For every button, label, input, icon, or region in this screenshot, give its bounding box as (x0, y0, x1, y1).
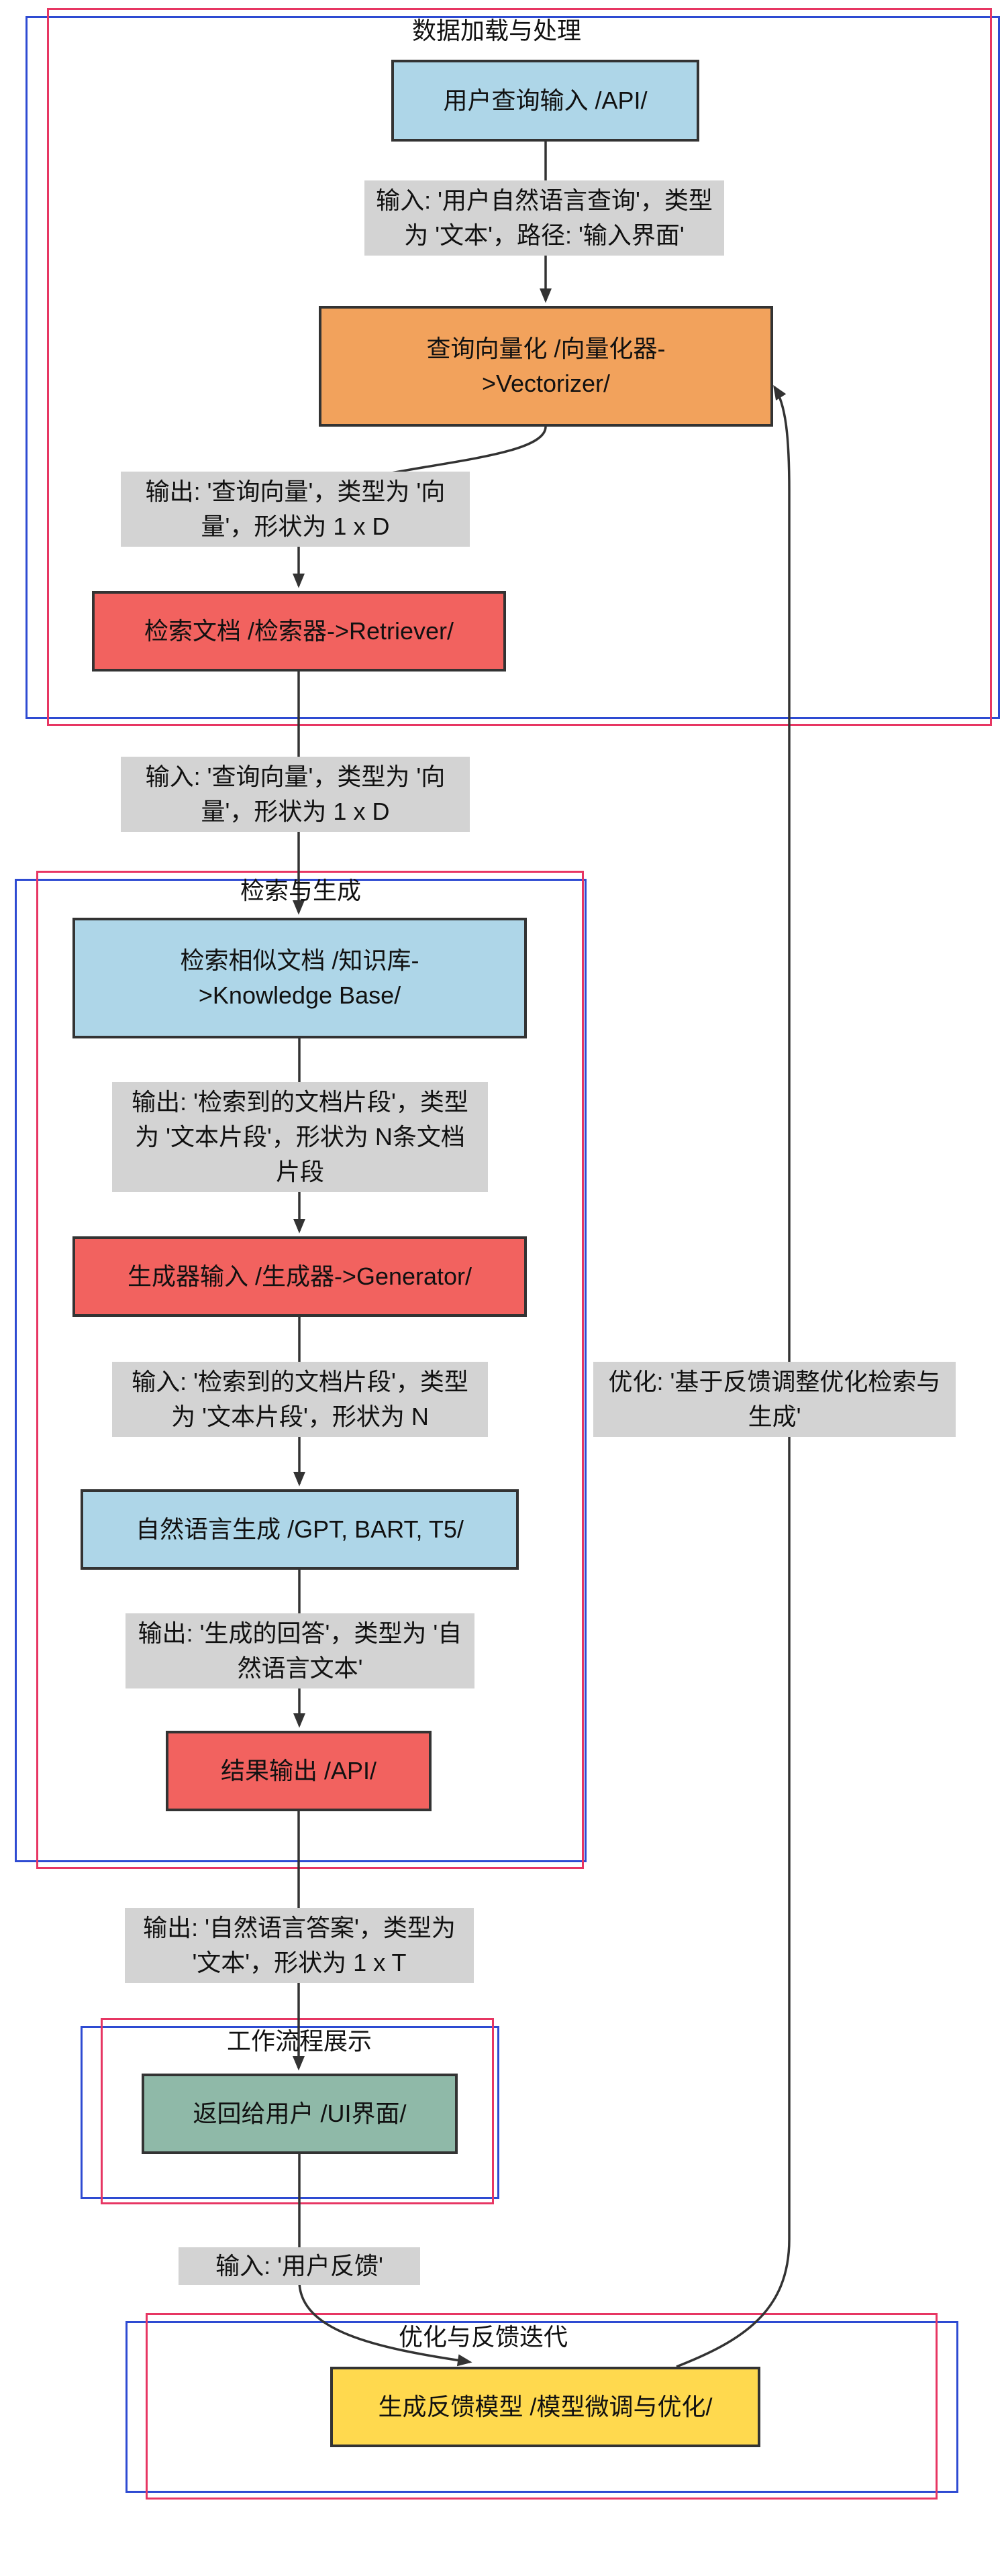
node-feedback-model-label: 生成反馈模型 /模型微调与优化/ (378, 2393, 713, 2420)
node-query-vectorizer-label-line2: >Vectorizer/ (481, 370, 611, 397)
edge-label-line: 片段 (275, 1158, 324, 1185)
node-retrieve-docs: 检索文档 /检索器->Retriever/ (92, 591, 506, 672)
node-query-vectorizer: 查询向量化 /向量化器- >Vectorizer/ (319, 306, 773, 427)
edge-label-line: 量'，形状为 1 x D (201, 513, 390, 540)
cluster-feedback-iteration-border-pink (146, 2313, 938, 2500)
edge-label-line: 输出: '自然语言答案'，类型为 (143, 1914, 456, 1941)
edge-label-feedback-optimization: 优化: '基于反馈调整优化检索与 生成' (593, 1362, 956, 1437)
edge-label-line: 为 '文本'，路径: '输入界面' (404, 221, 685, 249)
edge-label-line: 为 '文本片段'，形状为 N条文档 (135, 1123, 465, 1150)
cluster-title-data-processing: 数据加载与处理 (411, 17, 581, 44)
edge-label-input-query-vector: 输入: '查询向量'，类型为 '向 量'，形状为 1 x D (121, 757, 470, 832)
edge-label-input-user-nl-query: 输入: '用户自然语言查询'，类型 为 '文本'，路径: '输入界面' (364, 180, 724, 256)
edge-label-input-retrieved-fragments: 输入: '检索到的文档片段'，类型 为 '文本片段'，形状为 N (112, 1362, 488, 1437)
edge-label-line: 输出: '检索到的文档片段'，类型 (132, 1088, 468, 1116)
node-retrieve-similar-docs-label-line1: 检索相似文档 /知识库- (180, 947, 419, 974)
node-retrieve-docs-label: 检索文档 /检索器->Retriever/ (144, 617, 454, 645)
edge-label-line: 输出: '查询向量'，类型为 '向 (145, 478, 446, 505)
edge-label-line: 生成' (748, 1403, 801, 1430)
node-natural-language-generation: 自然语言生成 /GPT, BART, T5/ (81, 1489, 519, 1570)
edge-label-line: 输入: '用户反馈' (215, 2252, 383, 2279)
edge-label-line: 优化: '基于反馈调整优化检索与 (608, 1368, 941, 1395)
cluster-workflow-display-border-blue (81, 2026, 499, 2199)
node-return-to-user-label: 返回给用户 /UI界面/ (193, 2100, 407, 2127)
node-query-vectorizer-label-line1: 查询向量化 /向量化器- (426, 335, 666, 362)
cluster-title-retrieval-generation: 检索与生成 (240, 877, 361, 904)
node-result-output-label: 结果输出 /API/ (220, 1757, 377, 1784)
cluster-title-feedback-iteration: 优化与反馈迭代 (398, 2323, 568, 2351)
edge-label-output-query-vector: 输出: '查询向量'，类型为 '向 量'，形状为 1 x D (121, 472, 470, 547)
edge-label-line: 为 '文本片段'，形状为 N (171, 1403, 429, 1430)
node-user-query-input-label: 用户查询输入 /API/ (443, 87, 648, 114)
cluster-retrieval-generation-border-pink (36, 871, 584, 1869)
cluster-data-processing-border-blue (26, 16, 1000, 719)
cluster-data-processing-border-pink (47, 8, 992, 726)
edge-label-line: 量'，形状为 1 x D (201, 798, 390, 825)
node-retrieve-similar-docs: 检索相似文档 /知识库- >Knowledge Base/ (72, 918, 527, 1038)
node-return-to-user: 返回给用户 /UI界面/ (142, 2074, 458, 2154)
edge-label-output-retrieved-fragments: 输出: '检索到的文档片段'，类型 为 '文本片段'，形状为 N条文档 片段 (112, 1082, 488, 1192)
node-result-output: 结果输出 /API/ (166, 1731, 432, 1811)
node-feedback-model: 生成反馈模型 /模型微调与优化/ (330, 2367, 760, 2447)
node-natural-language-generation-label: 自然语言生成 /GPT, BART, T5/ (136, 1515, 464, 1543)
cluster-title-workflow-display: 工作流程展示 (226, 2027, 372, 2055)
edge-label-input-user-feedback: 输入: '用户反馈' (179, 2247, 420, 2285)
cluster-workflow-display-border-pink (101, 2018, 494, 2204)
node-retrieve-similar-docs-label-line2: >Knowledge Base/ (198, 981, 401, 1009)
cluster-retrieval-generation-border-blue (15, 879, 587, 1862)
edge-label-output-nl-answer: 输出: '自然语言答案'，类型为 '文本'，形状为 1 x T (125, 1908, 474, 1983)
edge-label-line: 输入: '查询向量'，类型为 '向 (145, 763, 446, 790)
edge-label-line: 输入: '检索到的文档片段'，类型 (132, 1368, 468, 1395)
node-user-query-input: 用户查询输入 /API/ (391, 60, 699, 142)
cluster-feedback-iteration-border-blue (126, 2321, 958, 2493)
node-generator-input-label: 生成器输入 /生成器->Generator/ (127, 1263, 472, 1290)
edge-label-line: 输入: '用户自然语言查询'，类型 (376, 186, 713, 214)
edge-label-line: 然语言文本' (237, 1654, 363, 1682)
edge-label-output-generated-answer: 输出: '生成的回答'，类型为 '自 然语言文本' (126, 1613, 474, 1688)
edge-label-line: '文本'，形状为 1 x T (192, 1949, 407, 1976)
node-generator-input: 生成器输入 /生成器->Generator/ (72, 1236, 527, 1317)
edge-label-line: 输出: '生成的回答'，类型为 '自 (138, 1619, 462, 1647)
